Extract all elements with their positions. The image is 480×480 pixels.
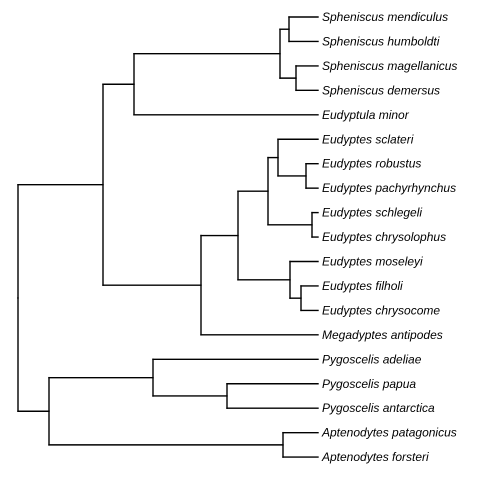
tip-label: Pygoscelis papua	[322, 377, 416, 391]
tip-label: Eudyptes chrysolophus	[322, 230, 446, 244]
tip-label: Aptenodytes patagonicus	[321, 426, 457, 440]
tip-label: Spheniscus demersus	[322, 83, 440, 97]
tip-label: Eudyptes moseleyi	[322, 255, 423, 269]
tip-label: Aptenodytes forsteri	[321, 450, 429, 464]
tip-label: Megadyptes antipodes	[322, 328, 443, 342]
tip-label: Spheniscus magellanicus	[322, 59, 457, 73]
tip-label: Spheniscus mendiculus	[322, 10, 448, 24]
tip-label: Pygoscelis antarctica	[322, 401, 435, 415]
tip-label: Eudyptes filholi	[322, 279, 403, 293]
tip-label: Eudyptes robustus	[322, 157, 421, 171]
tip-label: Eudyptula minor	[322, 108, 410, 122]
tip-label: Eudyptes schlegeli	[322, 206, 422, 220]
tip-label: Eudyptes sclateri	[322, 132, 414, 146]
tip-label: Eudyptes chrysocome	[322, 303, 440, 317]
tip-label: Pygoscelis adeliae	[322, 352, 422, 366]
tip-label: Eudyptes pachyrhynchus	[322, 181, 456, 195]
tip-label: Spheniscus humboldti	[322, 34, 440, 48]
